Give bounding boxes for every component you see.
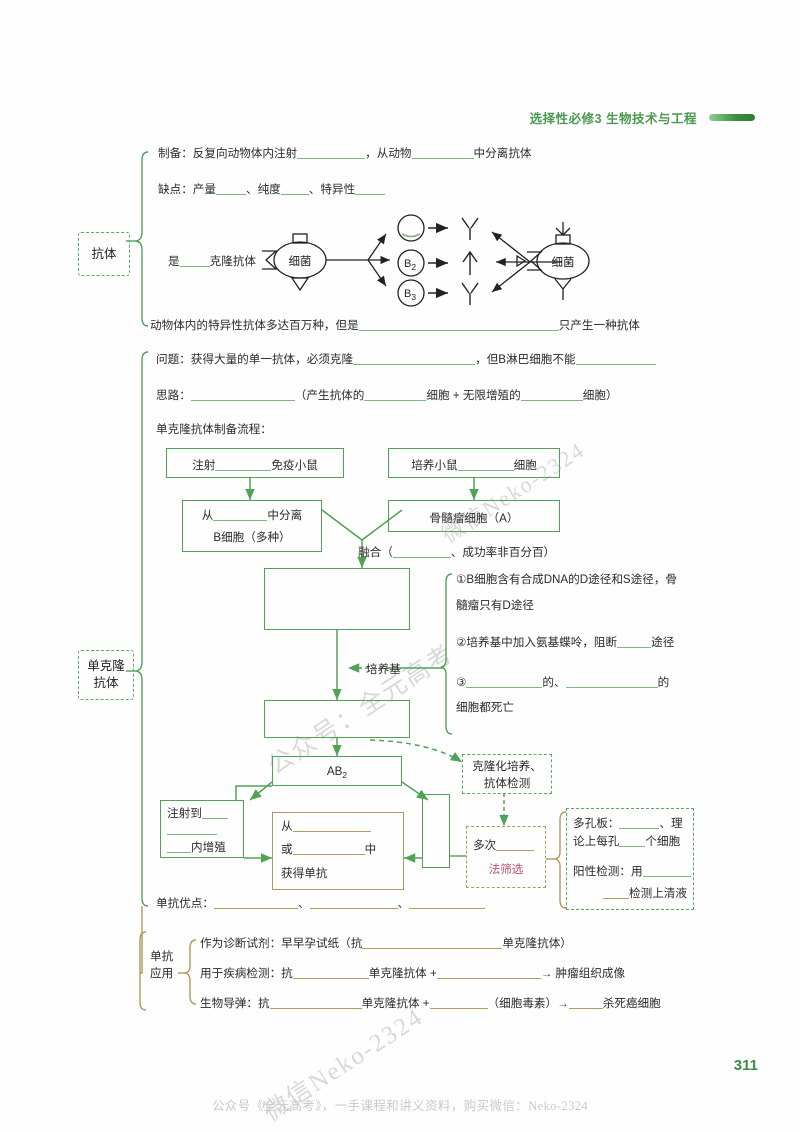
box-screening-line2: 法筛选	[488, 863, 524, 876]
antibody-bottom-line: 动物体内的特异性抗体多达百万种，但是只产生一种抗体	[150, 319, 640, 332]
box-isolate-bcell-line1: 从中分离	[201, 509, 303, 522]
box-isolate-bcell-line2: B细胞（多种）	[213, 531, 291, 544]
footer-note: 公众号《全元高考》，一手课程和讲义资料，购买微信：Neko-2324	[211, 1099, 589, 1113]
monoclonal-question-line: 问题：获得大量的单一抗体，必须克隆，但B淋巴细胞不能	[156, 352, 656, 369]
chip-antibody-label: 抗体	[91, 246, 117, 261]
box-fusion-blank	[264, 568, 410, 630]
chip-application: 单抗 应用	[150, 948, 173, 983]
fusion-note: 融合（、成功率非百分百）	[358, 546, 556, 559]
box-ab2-label: AB2	[326, 765, 348, 780]
svg-text:细菌: 细菌	[552, 256, 575, 269]
label-b3: B3	[404, 288, 417, 302]
application-row-1: 作为诊断试剂：早早孕试纸（抗单克隆抗体）	[200, 937, 572, 950]
box-inject-into-line3: 内增殖	[161, 839, 243, 855]
box-inject-into-line2	[161, 823, 243, 836]
antibody-is-line: 是克隆抗体	[168, 255, 256, 268]
box-inject-into: 注射到 内增殖	[160, 800, 244, 858]
flow-title: 单克隆抗体制备流程：	[156, 423, 272, 436]
box-obtain-mab-line1: 从	[273, 818, 403, 834]
box-clone-culture-line2: 抗体检测	[483, 777, 531, 790]
box-narrow-blank	[422, 794, 450, 868]
box-screening-line1: 多次	[467, 837, 545, 853]
chip-application-label-2: 应用	[150, 967, 174, 981]
box-clone-culture-line1: 克隆化培养、	[472, 760, 542, 773]
chip-monoclonal: 单克隆 抗体	[78, 650, 134, 700]
label-b2: B2	[404, 258, 417, 272]
note-1-line2: 髓瘤只有D途径	[456, 599, 534, 612]
note-1-line1: ①B细胞含有合成DNA的D途径和S途径，骨	[456, 573, 678, 586]
chip-application-label-1: 单抗	[150, 950, 174, 963]
note-3-line2: 细胞都死亡	[456, 701, 514, 714]
chip-monoclonal-label-2: 抗体	[93, 676, 119, 690]
box-inject-mouse-label: 注射免疫小鼠	[192, 459, 318, 472]
antibody-prep-line: 制备：反复向动物体内注射，从动物中分离抗体	[158, 147, 532, 160]
application-row-2: 用于疾病检测：抗单克隆抗体 +→ 肿瘤组织成像	[200, 967, 626, 980]
monoclonal-idea-line: 思路：（产生抗体的细胞 + 无限增殖的细胞）	[156, 389, 618, 402]
box-myeloma: 骨髓瘤细胞（A）	[388, 500, 560, 532]
note-2: ②培养基中加入氨基蝶呤，阻断途径	[456, 636, 675, 649]
box-plate-detail: 多孔板：、理 论上每孔个细胞 阳性检测：用 检测上清液	[566, 808, 694, 910]
box-myeloma-label: 骨髓瘤细胞（A）	[429, 512, 519, 525]
header-accent-bar	[709, 114, 755, 121]
plate-line2: 论上每孔个细胞	[573, 835, 681, 848]
merits-line: 单抗优点：、、	[156, 896, 486, 913]
positive-line2: 检测上清液	[567, 885, 693, 901]
box-screen-blank	[264, 700, 410, 738]
medium-label: 培养基	[366, 663, 401, 676]
page-header: 选择性必修3 生物技术与工程	[530, 108, 755, 127]
box-obtain-mab: 从 或中 获得单抗	[272, 812, 404, 890]
box-ab2: AB2	[272, 756, 402, 786]
svg-text:细菌: 细菌	[289, 255, 312, 268]
chip-antibody: 抗体	[78, 232, 130, 276]
box-obtain-mab-line2: 或中	[281, 843, 377, 856]
box-inject-mouse: 注射免疫小鼠	[166, 448, 344, 478]
application-row-3: 生物导弹：抗单克隆抗体 +（细胞毒素）→杀死癌细胞	[200, 997, 661, 1010]
box-clone-culture: 克隆化培养、 抗体检测	[462, 754, 552, 794]
antibody-flaw-line: 缺点：产量、纯度、特异性	[158, 182, 386, 199]
box-culture-mouse-label: 培养小鼠细胞	[411, 459, 537, 472]
positive-line1: 阳性检测：用	[567, 863, 693, 879]
plate-line1: 多孔板：、理	[573, 817, 683, 830]
box-obtain-mab-line3: 获得单抗	[281, 867, 328, 880]
box-screening: 多次 法筛选	[466, 826, 546, 888]
page-number: 311	[733, 1057, 758, 1074]
header-title: 选择性必修3 生物技术与工程	[529, 112, 697, 126]
box-isolate-bcell: 从中分离 B细胞（多种）	[182, 500, 322, 552]
chip-monoclonal-label-1: 单克隆	[87, 659, 125, 674]
box-inject-into-line1: 注射到	[161, 805, 243, 821]
box-culture-mouse: 培养小鼠细胞	[388, 448, 560, 478]
